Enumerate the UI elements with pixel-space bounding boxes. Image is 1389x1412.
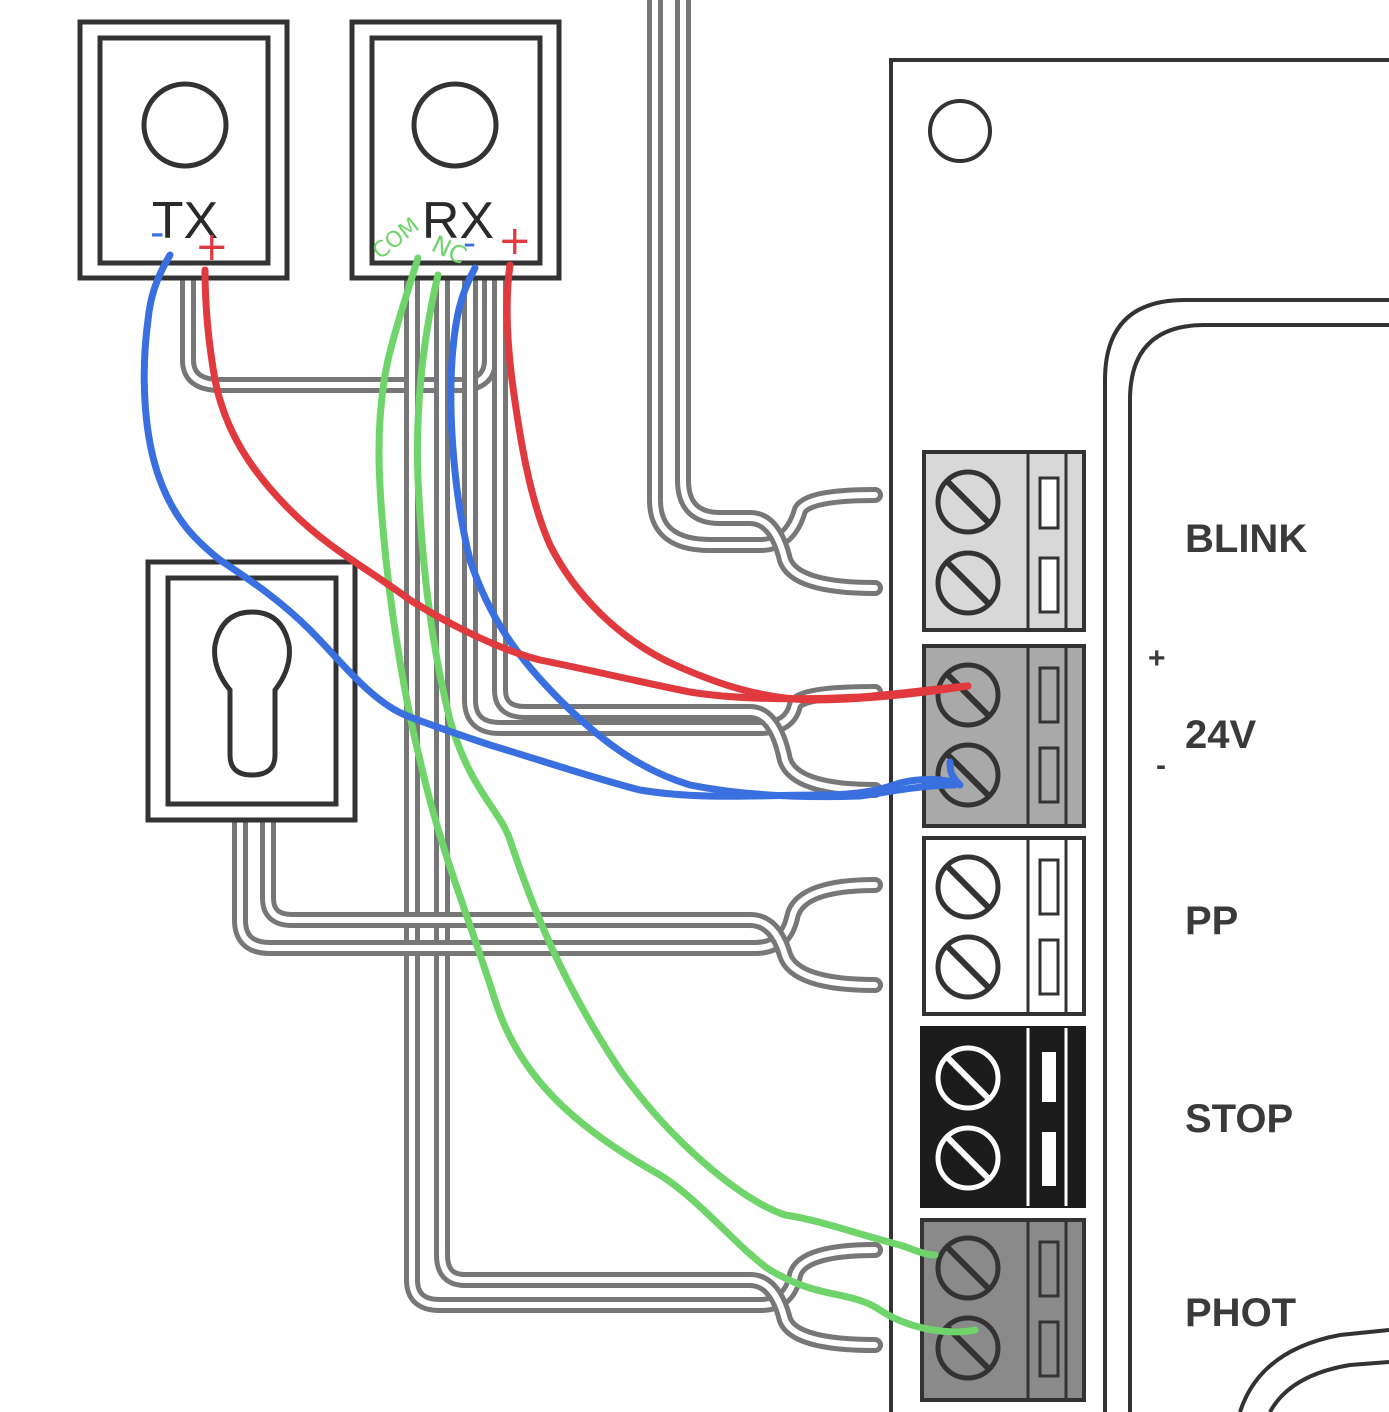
cable-blink (647, 0, 883, 596)
screw-icon (935, 742, 1001, 808)
wire-blue-rx (447, 264, 959, 801)
cable-key-pp (232, 812, 883, 993)
rx-minus-note: - (463, 223, 476, 264)
tx-device: TX (77, 19, 290, 281)
screw-icon (935, 1235, 1001, 1301)
label-plus: + (1148, 642, 1166, 675)
tx-plus-note: + (195, 224, 229, 270)
rx-plus-note: + (498, 218, 532, 264)
label-stop: STOP (1185, 1097, 1293, 1141)
cable-rx-24v (462, 267, 883, 798)
terminal-pp (922, 836, 1086, 1016)
screw-icon (935, 1045, 1001, 1111)
label-phot: PHOT (1185, 1291, 1296, 1335)
wire-blue-tx (140, 251, 964, 800)
screw-icon (935, 1315, 1001, 1381)
terminal-stop (920, 1026, 1086, 1208)
screw-icon (935, 469, 1001, 535)
label-blink: BLINK (1185, 517, 1307, 561)
rx-device: RX (349, 19, 562, 281)
terminal-blink (922, 450, 1086, 632)
mounting-hole-icon (928, 99, 992, 163)
wire-red-rx (503, 261, 972, 704)
key-switch (145, 559, 358, 823)
screw-icon (935, 1125, 1001, 1191)
wire-green-com (375, 254, 979, 1336)
wire-green-nc (413, 271, 939, 1259)
label-24v: 24V (1185, 713, 1256, 757)
keyhole-icon (212, 609, 292, 778)
screw-icon (935, 854, 1001, 920)
terminal-phot (920, 1218, 1086, 1402)
screw-icon (935, 662, 1001, 728)
label-minus: - (1156, 749, 1166, 782)
cable-rx-phot (404, 267, 883, 1353)
terminal-labels: BLINK + 24V - PP STOP PHOT (1148, 517, 1307, 1335)
screw-icon (935, 934, 1001, 1000)
tx-label: TX (152, 192, 218, 250)
cable-tx-rx (180, 267, 498, 393)
tx-minus-note: - (150, 210, 164, 256)
grey-cables (180, 0, 883, 1353)
screw-icon (935, 550, 1001, 616)
hand-drawn-wires (140, 251, 979, 1336)
rx-label: RX (422, 192, 494, 250)
label-pp: PP (1185, 899, 1238, 943)
tx-lens-icon (141, 81, 229, 169)
terminal-24v (922, 644, 1086, 828)
rx-lens-icon (411, 81, 499, 169)
